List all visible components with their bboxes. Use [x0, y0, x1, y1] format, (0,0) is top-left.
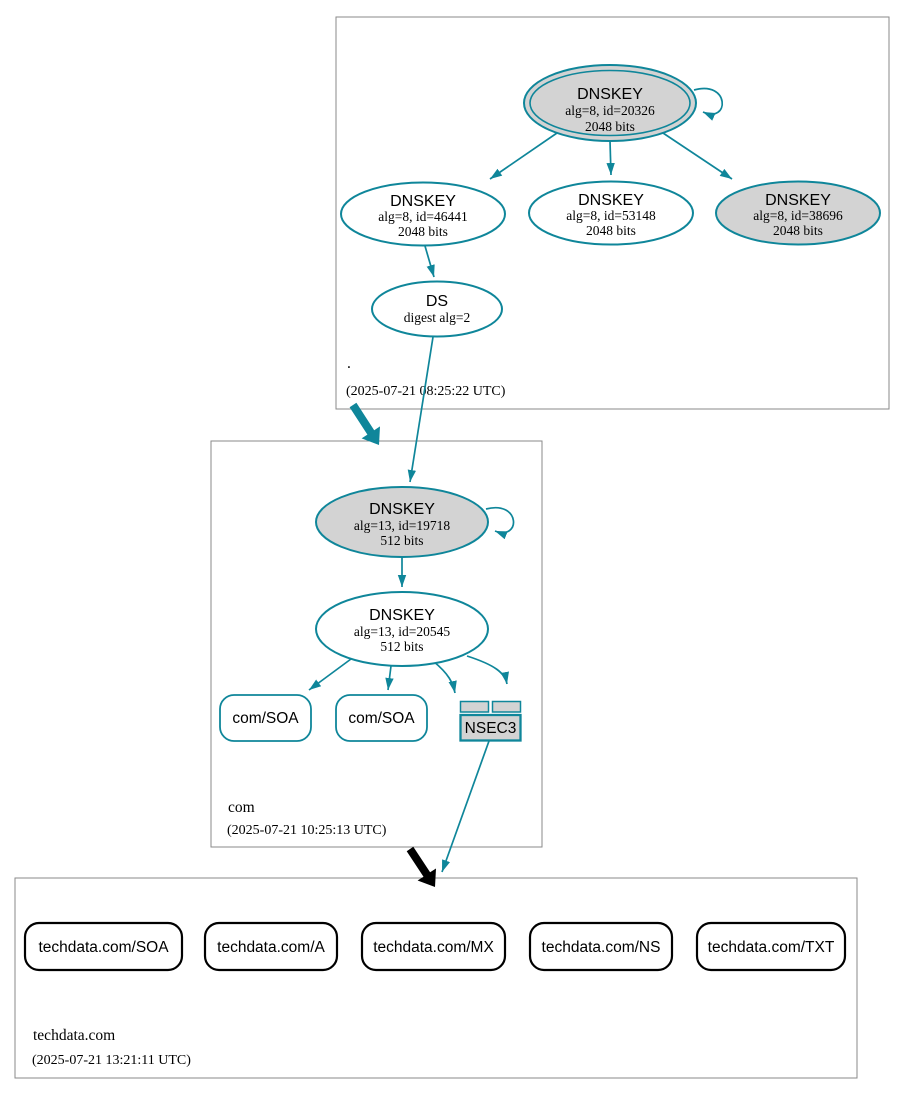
dnskey-20326-outer-ellipse[interactable] — [523, 64, 697, 142]
com-dnskey-20545-node[interactable]: DNSKEY alg=13, id=20545 512 bits — [315, 591, 489, 667]
techdata-txt-rect[interactable] — [695, 921, 847, 972]
com-soa-1-label: com/SOA — [232, 710, 299, 727]
edge-root-ksk-selfloop — [693, 87, 724, 121]
nsec3-node[interactable]: NSEC3 — [459, 700, 522, 742]
com-dnskey-19718-ellipse[interactable] — [315, 486, 489, 558]
dnskey-53148-alg-id: alg=8, id=53148 — [566, 208, 656, 223]
techdata-mx-node[interactable]: techdata.com/MX — [360, 921, 507, 972]
ds-digest-alg: digest alg=2 — [404, 310, 470, 325]
edge-ds-to-com-ksk — [407, 336, 434, 483]
com-dnskey-19718-alg-id: alg=13, id=19718 — [354, 518, 450, 533]
ds-ellipse[interactable] — [371, 280, 503, 338]
edge-com-zsk-to-nsec3-right — [466, 655, 509, 685]
techdata-soa-node[interactable]: techdata.com/SOA — [23, 921, 184, 972]
dnskey-20326-title: DNSKEY — [577, 86, 643, 103]
dnskey-46441-node[interactable]: DNSKEY alg=8, id=46441 2048 bits — [340, 181, 506, 247]
dnskey-46441-ellipse[interactable] — [340, 181, 506, 247]
nsec3-label: NSEC3 — [465, 720, 517, 737]
ds-node[interactable]: DS digest alg=2 — [371, 280, 503, 338]
edge-nsec3-to-techdata — [441, 740, 490, 873]
dnskey-46441-alg-id: alg=8, id=46441 — [378, 209, 467, 224]
com-zone-label: com — [228, 799, 255, 816]
dnskey-20326-inner-ellipse — [529, 69, 691, 137]
com-dnskey-19718-node[interactable]: DNSKEY alg=13, id=19718 512 bits — [315, 486, 489, 558]
techdata-a-rect[interactable] — [203, 921, 339, 972]
com-dnskey-20545-alg-id: alg=13, id=20545 — [354, 624, 450, 639]
techdata-a-node[interactable]: techdata.com/A — [203, 921, 339, 972]
techdata-zone-box: techdata.com (2025-07-21 13:21:11 UTC) — [14, 877, 858, 1079]
techdata-txt-label: techdata.com/TXT — [708, 939, 835, 956]
com-soa-node-1[interactable]: com/SOA — [219, 694, 312, 742]
techdata-soa-label: techdata.com/SOA — [38, 939, 169, 956]
com-soa-2-label: com/SOA — [348, 710, 415, 727]
techdata-zone-border — [14, 877, 858, 1079]
techdata-mx-rect[interactable] — [360, 921, 507, 972]
com-zone-timestamp: (2025-07-21 10:25:13 UTC) — [227, 823, 387, 838]
techdata-zone-timestamp: (2025-07-21 13:21:11 UTC) — [32, 1053, 191, 1068]
edge-com-ksk-selfloop — [485, 506, 515, 540]
techdata-mx-label: techdata.com/MX — [373, 939, 494, 956]
edge-com-zsk-to-nsec3-left — [432, 660, 457, 694]
graph-edges — [308, 87, 733, 873]
edge-root-ksk-to-zsk3 — [662, 132, 733, 180]
dnskey-20326-bits: 2048 bits — [585, 119, 635, 134]
techdata-a-label: techdata.com/A — [217, 939, 325, 956]
com-dnskey-20545-title: DNSKEY — [369, 607, 435, 624]
dnskey-38696-ellipse[interactable] — [715, 180, 881, 246]
dnskey-53148-ellipse[interactable] — [528, 180, 694, 246]
dnskey-38696-title: DNSKEY — [765, 192, 831, 209]
edge-com-zsk-to-soa2 — [385, 665, 394, 691]
nsec3-body-cell[interactable] — [459, 713, 522, 742]
nsec3-top-right-cell — [491, 700, 522, 713]
techdata-soa-rect[interactable] — [23, 921, 184, 972]
com-soa-1-rect[interactable] — [219, 694, 312, 742]
com-soa-node-2[interactable]: com/SOA — [335, 694, 428, 742]
techdata-ns-rect[interactable] — [528, 921, 674, 972]
dnskey-53148-bits: 2048 bits — [586, 223, 636, 238]
dnskey-53148-node[interactable]: DNSKEY alg=8, id=53148 2048 bits — [528, 180, 694, 246]
com-dnskey-19718-bits: 512 bits — [380, 533, 423, 548]
dnskey-38696-bits: 2048 bits — [773, 223, 823, 238]
techdata-ns-label: techdata.com/NS — [542, 939, 661, 956]
edge-root-ksk-to-zsk1 — [489, 132, 558, 180]
root-zone-label: . — [347, 355, 351, 372]
dnskey-46441-title: DNSKEY — [390, 193, 456, 210]
techdata-zone-label: techdata.com — [33, 1027, 115, 1044]
dnskey-38696-alg-id: alg=8, id=38696 — [753, 208, 843, 223]
insecure-delegation-arrow-com-to-techdata — [406, 846, 436, 887]
dnskey-38696-node[interactable]: DNSKEY alg=8, id=38696 2048 bits — [715, 180, 881, 246]
com-soa-2-rect[interactable] — [335, 694, 428, 742]
com-dnskey-19718-title: DNSKEY — [369, 501, 435, 518]
ds-title: DS — [426, 293, 448, 310]
edge-com-zsk-to-soa1 — [308, 658, 352, 691]
dnskey-20326-alg-id: alg=8, id=20326 — [565, 103, 655, 118]
dnskey-46441-bits: 2048 bits — [398, 224, 448, 239]
com-dnskey-20545-ellipse[interactable] — [315, 591, 489, 667]
root-zone-timestamp: (2025-07-21 08:25:22 UTC) — [346, 384, 506, 399]
com-dnskey-20545-bits: 512 bits — [380, 639, 423, 654]
edge-zsk1-to-ds — [424, 245, 435, 278]
dnskey-20326-node[interactable]: DNSKEY alg=8, id=20326 2048 bits — [523, 64, 697, 142]
nsec3-top-left-cell — [459, 700, 490, 713]
edge-root-ksk-to-zsk2 — [606, 140, 615, 176]
techdata-txt-node[interactable]: techdata.com/TXT — [695, 921, 847, 972]
dnskey-53148-title: DNSKEY — [578, 192, 644, 209]
secure-delegation-arrow-root-to-com — [349, 402, 380, 445]
techdata-ns-node[interactable]: techdata.com/NS — [528, 921, 674, 972]
